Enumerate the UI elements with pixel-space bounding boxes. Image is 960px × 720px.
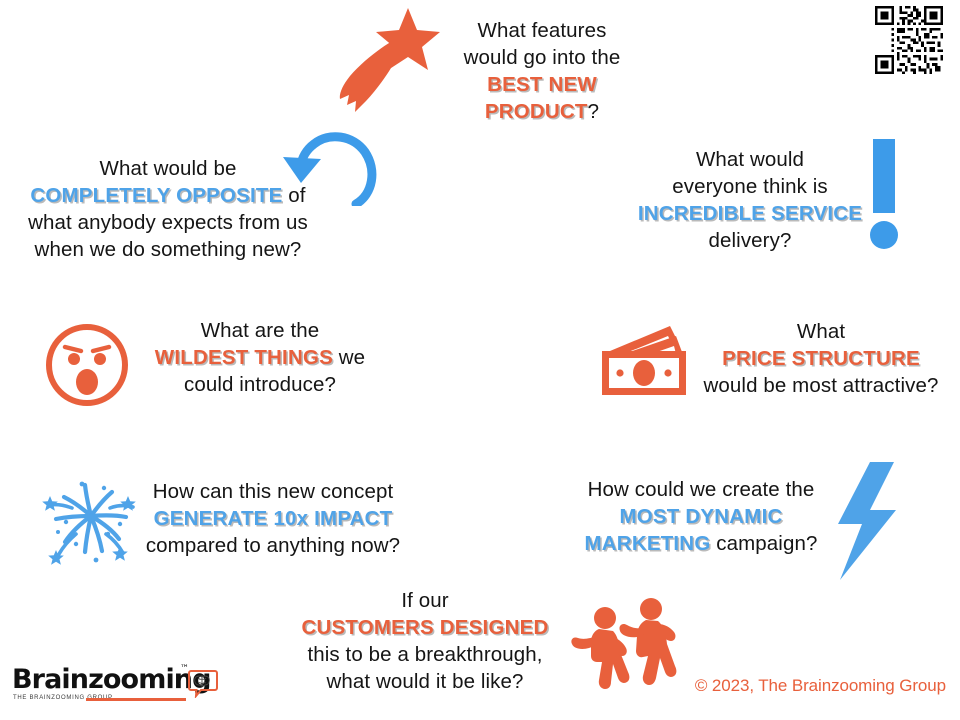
logo-wordmark: Brainzooming xyxy=(12,664,211,695)
prompt-line: What features xyxy=(477,19,607,42)
prompt-line: WILDEST THINGS we xyxy=(154,346,366,370)
prompt-line: COMPLETELY OPPOSITE of xyxy=(30,184,306,208)
prompt-incredible-service: What would everyone think is INCREDIBLE … xyxy=(630,146,870,254)
prompt-line: What would xyxy=(695,148,805,171)
copyright-notice: © 2023, The Brainzooming Group xyxy=(694,676,946,695)
highlight-phrase: PRODUCT xyxy=(484,100,588,124)
prompt-line: How can this new concept xyxy=(152,480,394,503)
prompt-line: PRICE STRUCTURE xyxy=(690,345,952,372)
prompt-price-structure: What PRICE STRUCTURE would be most attra… xyxy=(690,318,952,399)
highlight-phrase: MARKETING xyxy=(584,532,711,556)
logo-tagline: THE BRAINZOOMING GROUP xyxy=(13,695,113,701)
prompt-line: If our xyxy=(401,589,449,612)
firework-icon xyxy=(42,481,136,565)
prompt-line: would go into the xyxy=(463,46,621,70)
prompt-line: could introduce? xyxy=(183,373,337,397)
prompt-customers-designed: If our CUSTOMERS DESIGNED this to be a b… xyxy=(280,587,570,695)
qr-code-icon[interactable] xyxy=(866,6,952,74)
prompt-line: BEST NEW xyxy=(432,71,652,98)
surprised-face-icon xyxy=(46,324,128,406)
prompt-line: compared to anything now? xyxy=(145,534,401,558)
lightning-bolt-icon xyxy=(838,462,896,580)
prompt-line: What xyxy=(796,320,846,343)
highlight-phrase: INCREDIBLE SERVICE xyxy=(637,202,863,226)
prompt-line: PRODUCT? xyxy=(484,100,600,124)
logo-trademark-symbol: ™ xyxy=(180,664,189,674)
prompt-line: How could we create the xyxy=(587,478,815,501)
highlight-phrase: CUSTOMERS DESIGNED xyxy=(301,616,549,640)
brainzooming-logo[interactable]: Brainzooming ™ THE BRAINZOOMING GROUP xyxy=(12,662,222,712)
prompt-generate-10x-impact: How can this new concept GENERATE 10x IM… xyxy=(128,478,418,559)
prompt-completely-opposite: What would be COMPLETELY OPPOSITE of wha… xyxy=(8,155,328,263)
prompt-wildest-things: What are the WILDEST THINGS we could int… xyxy=(135,317,385,398)
prompt-line: when we do something new? xyxy=(34,238,302,262)
prompt-line: what anybody expects from us xyxy=(28,211,308,235)
brain-speech-bubble-icon xyxy=(188,670,218,698)
prompt-most-dynamic-marketing: How could we create the MOST DYNAMIC MAR… xyxy=(570,476,832,557)
prompt-line: MARKETING campaign? xyxy=(584,532,818,556)
highlight-phrase: WILDEST THINGS xyxy=(154,346,333,370)
highlight-phrase: GENERATE 10x IMPACT xyxy=(153,507,393,531)
prompt-line: delivery? xyxy=(708,229,792,253)
prompt-line: MOST DYNAMIC xyxy=(570,503,832,530)
exclamation-mark-icon xyxy=(870,139,898,249)
prompt-line: What would be xyxy=(99,157,237,180)
highlight-phrase: BEST NEW xyxy=(487,73,597,97)
shooting-star-icon xyxy=(339,8,440,112)
money-banknote-icon xyxy=(602,326,686,395)
prompt-line: this to be a breakthrough, xyxy=(307,643,543,667)
reverse-arrow-icon xyxy=(283,132,377,206)
prompt-line: what would it be like? xyxy=(326,670,524,694)
highlight-phrase: COMPLETELY OPPOSITE xyxy=(30,184,283,208)
prompt-line: everyone think is xyxy=(672,175,828,199)
prompt-best-new-product: What features would go into the BEST NEW… xyxy=(432,17,652,125)
logo-rule xyxy=(86,698,186,701)
prompt-line: INCREDIBLE SERVICE xyxy=(630,200,870,227)
prompt-line: CUSTOMERS DESIGNED xyxy=(280,614,570,641)
prompt-line: GENERATE 10x IMPACT xyxy=(128,505,418,532)
dancing-people-icon xyxy=(571,598,677,689)
highlight-phrase: PRICE STRUCTURE xyxy=(722,347,920,371)
prompt-line: What are the xyxy=(200,319,320,342)
prompt-line: would be most attractive? xyxy=(703,374,939,398)
highlight-phrase: MOST DYNAMIC xyxy=(619,505,783,529)
